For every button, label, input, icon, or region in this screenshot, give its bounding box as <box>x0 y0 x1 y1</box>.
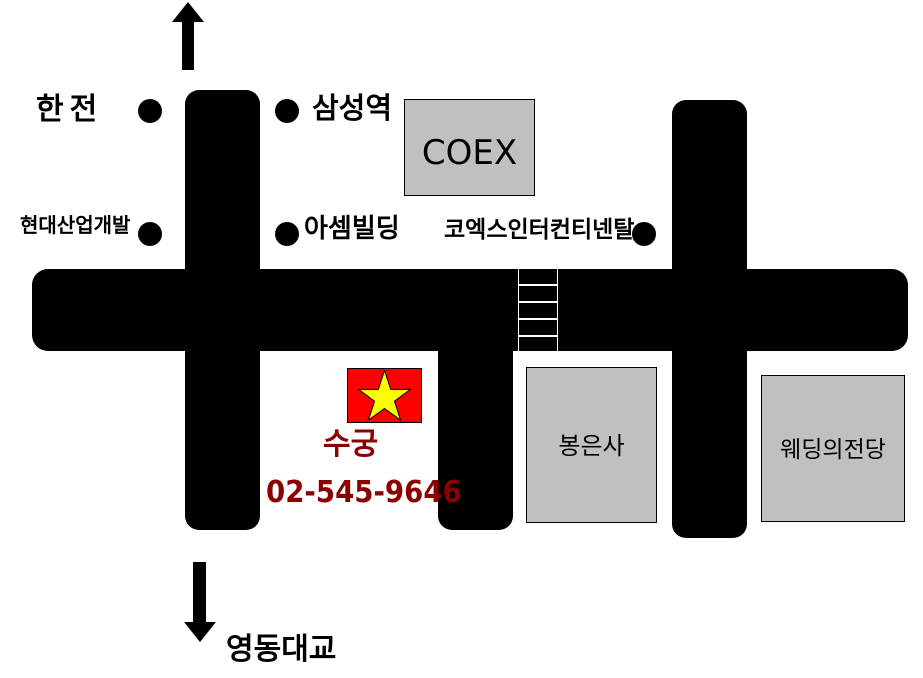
destination-name: 수궁 <box>323 427 379 462</box>
middle-vertical-road <box>438 300 513 530</box>
label-yeongdong-bridge: 영동대교 <box>226 632 337 667</box>
right-vertical-road <box>672 100 747 538</box>
crosswalk <box>518 269 558 351</box>
hyundai-dot-icon <box>138 222 162 246</box>
label-asem-building: 아셈빌딩 <box>304 214 400 244</box>
arrow-down-icon <box>184 562 216 642</box>
samseong-station-dot-icon <box>275 99 299 123</box>
star-flag-icon <box>347 368 422 423</box>
label-hanjeon: 한전 <box>36 92 104 127</box>
destination-phone: 02-545-9646 <box>266 475 462 510</box>
building-coex: COEX <box>404 99 535 196</box>
label-hyundai: 현대산업개발 <box>20 213 131 237</box>
asem-building-dot-icon <box>275 222 299 246</box>
building-wedding-hall: 웨딩의전당 <box>761 375 905 522</box>
label-samseong-station: 삼성역 <box>312 91 393 125</box>
arrow-up-icon <box>172 2 204 70</box>
hanjeon-dot-icon <box>138 99 162 123</box>
building-bongeunsa: 봉은사 <box>526 367 657 523</box>
label-coex-intercontinental: 코엑스인터컨티넨탈 <box>444 217 635 243</box>
coex-intercontinental-dot-icon <box>632 222 656 246</box>
left-vertical-road <box>185 90 260 530</box>
